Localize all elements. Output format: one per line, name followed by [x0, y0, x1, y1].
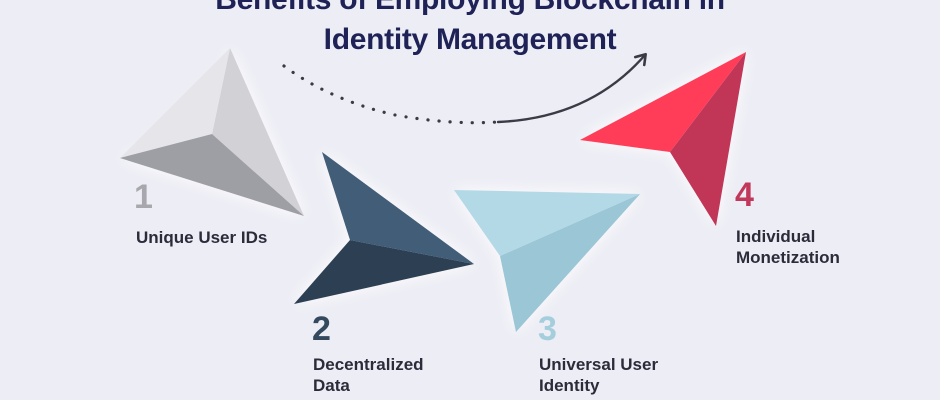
item-label-3-line-2: Identity: [539, 376, 600, 395]
paper-plane-icon: [454, 190, 640, 332]
dotted-arrow-icon: [282, 52, 647, 125]
item-label-2-line-2: Data: [313, 376, 350, 395]
title-line-2: Identity Management: [323, 23, 617, 56]
item-label-2-line-1: Decentralized: [313, 355, 424, 374]
item-number-1: 1: [134, 178, 153, 216]
item-number-3: 3: [538, 310, 557, 348]
item-number-2: 2: [312, 310, 331, 348]
paper-plane-icon: [294, 152, 474, 304]
item-label-4-line-1: Individual: [736, 227, 816, 246]
item-label-4-line-2: Monetization: [736, 248, 840, 267]
item-label-1: Unique User IDs: [136, 228, 268, 247]
item-label-3-line-1: Universal User: [539, 355, 659, 374]
title-line-1: Benefits of Employing Blockchain in: [0, 0, 940, 18]
item-number-4: 4: [735, 176, 754, 214]
paper-plane-icon: [580, 52, 746, 226]
paper-plane-icon: [120, 48, 304, 216]
